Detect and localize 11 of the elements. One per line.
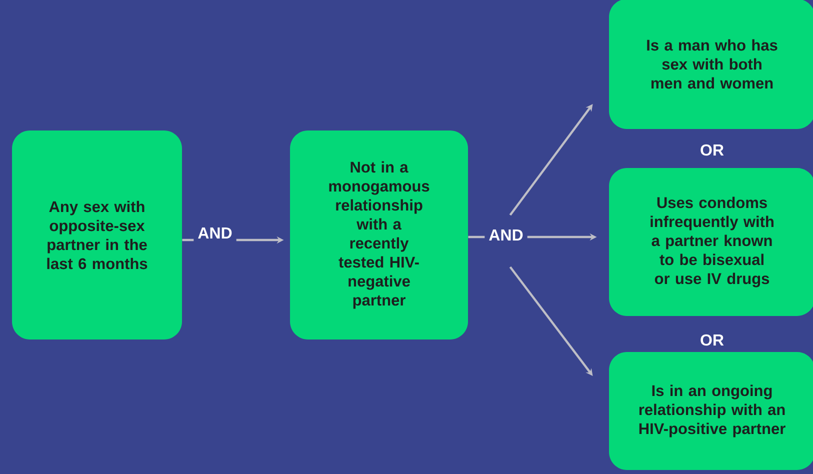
condition-box: Is a man who has sex with both men and women (609, 0, 813, 129)
connector-word: OR (700, 334, 724, 346)
condition-box: Not in a monogamous relationship with a recently tested HIV-negative partner (290, 130, 468, 340)
arrow (509, 266, 593, 376)
condition-box: Is in an ongoing relationship with an HIV-positive partner (609, 352, 813, 470)
edge-label: AND (194, 224, 236, 242)
connector-word: OR (700, 144, 724, 156)
arrow (509, 104, 593, 216)
condition-box: Any sex with opposite-sex partner in the last 6 months (12, 130, 182, 340)
condition-box: Uses condoms infrequently with a partner known to be bisexual or use IV drugs (609, 168, 813, 316)
edge-label: AND (484, 226, 528, 244)
